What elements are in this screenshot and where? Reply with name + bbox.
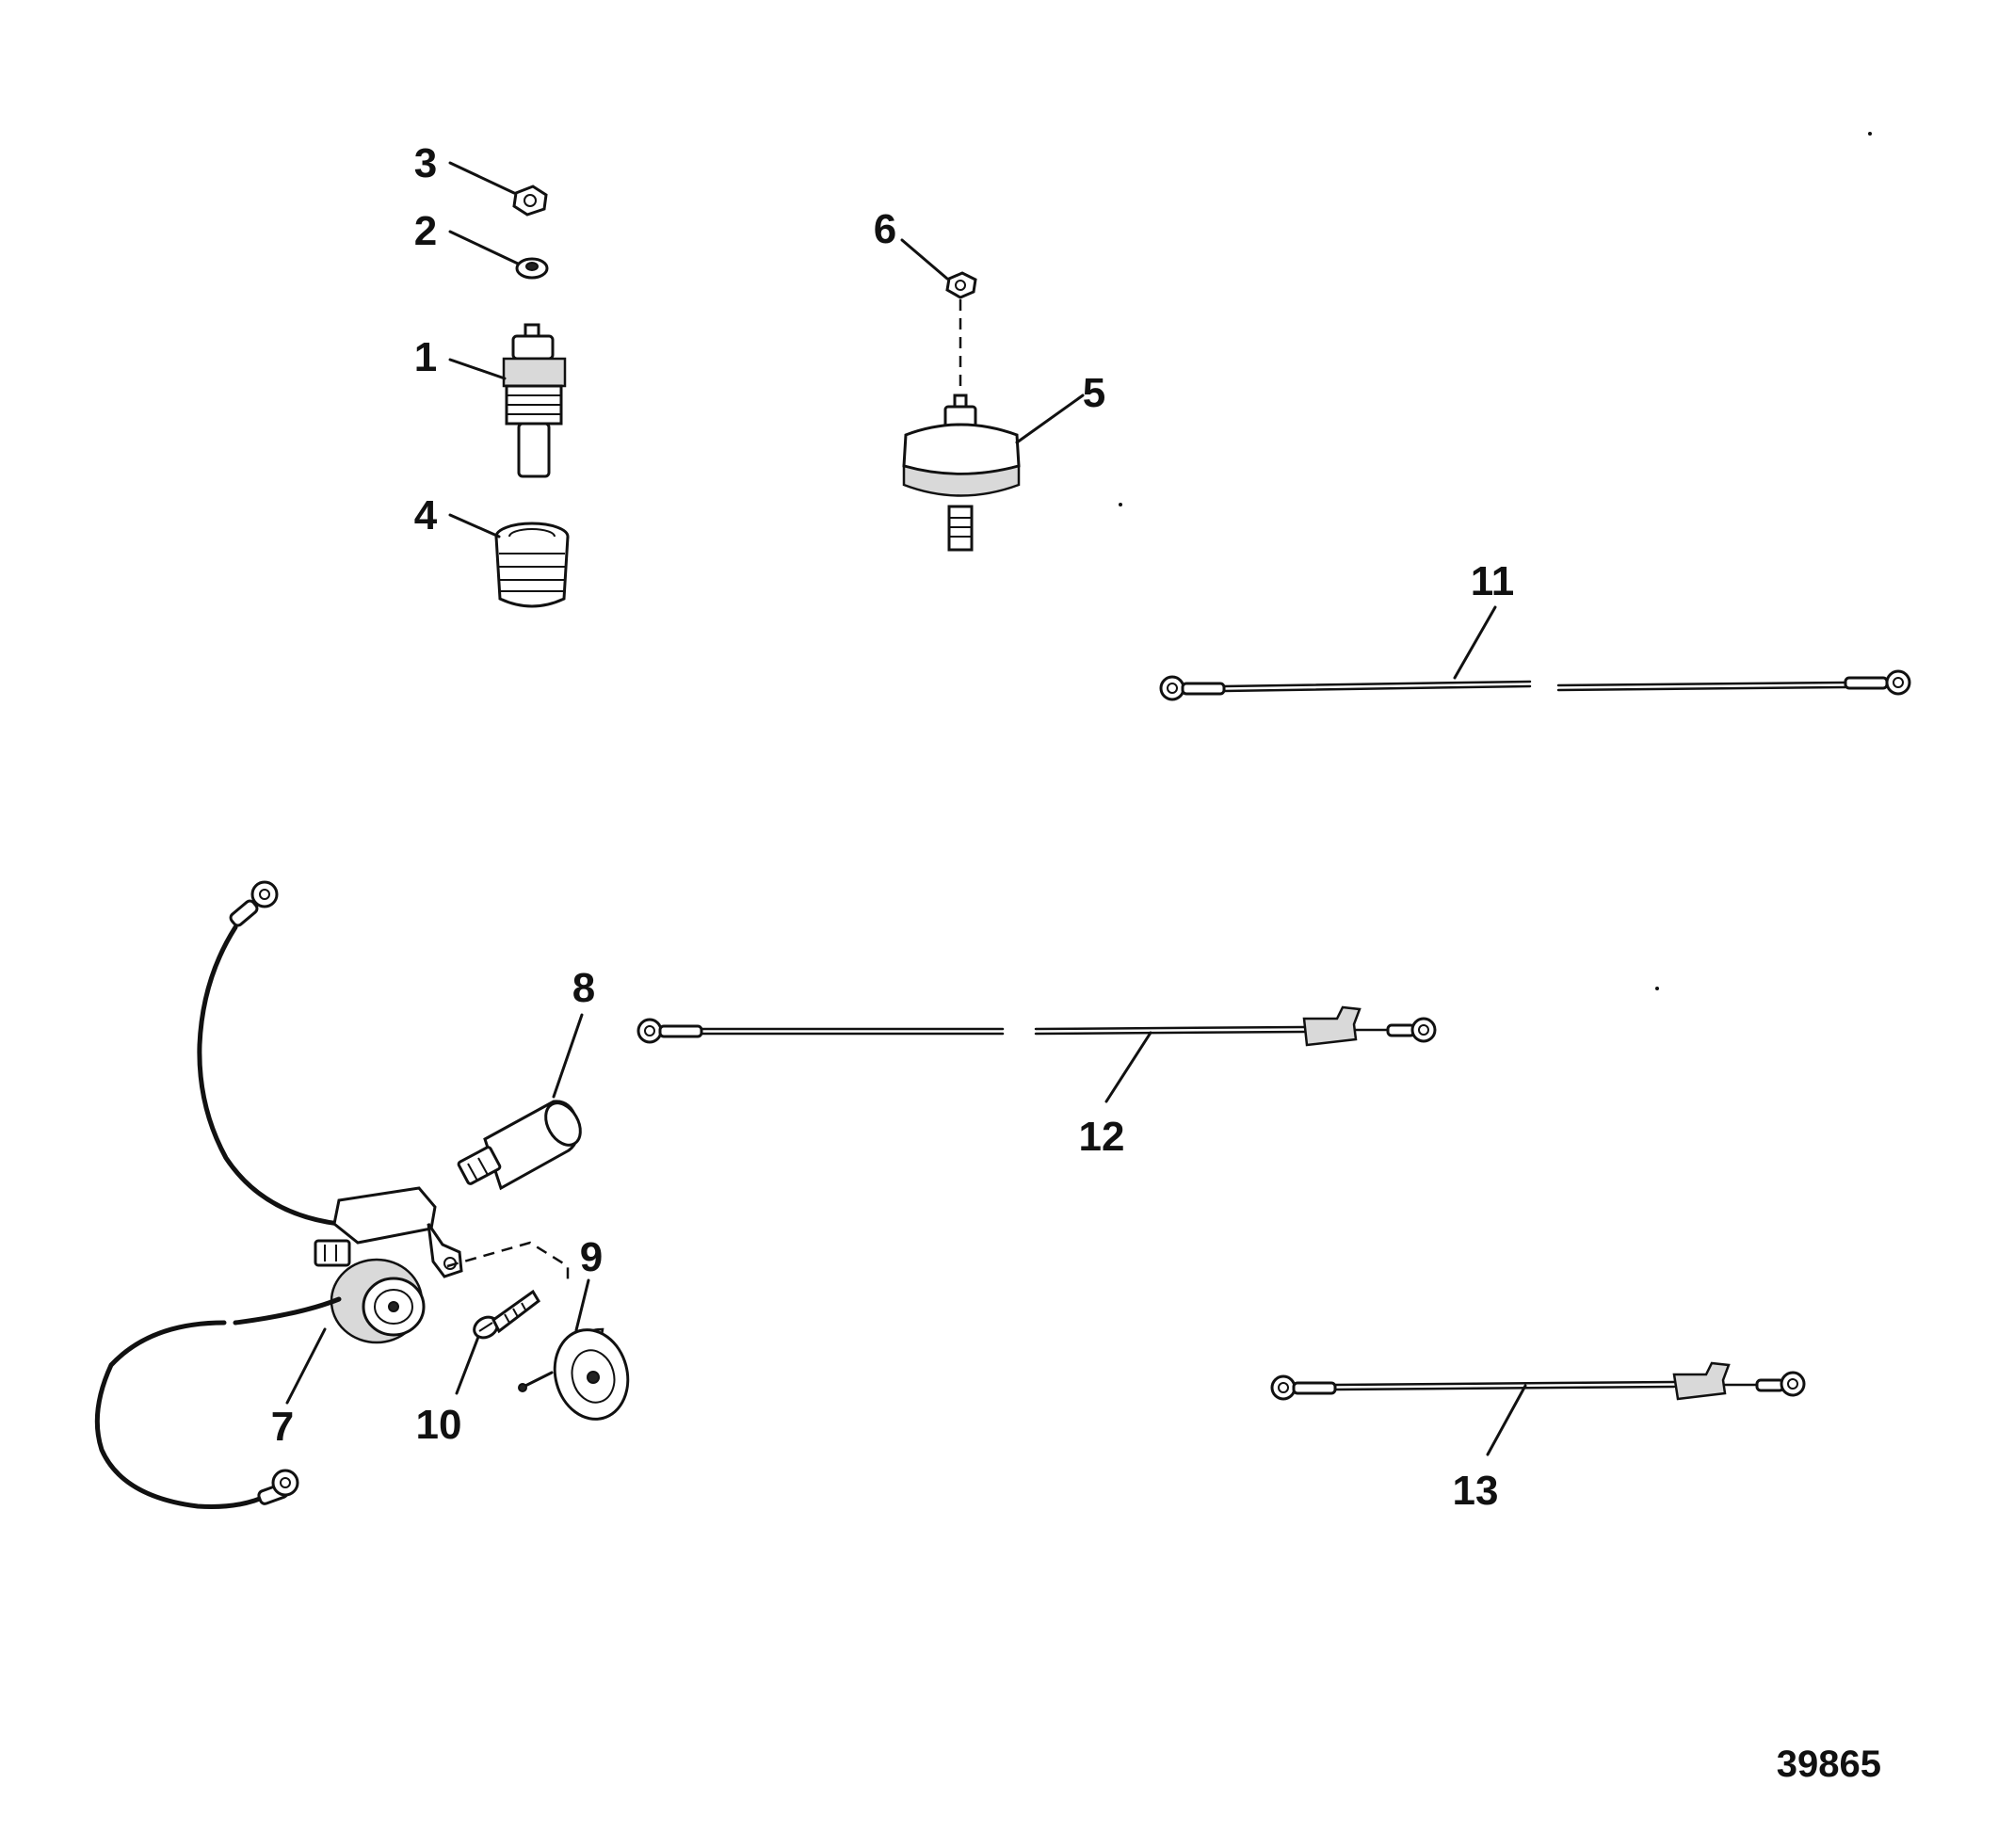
- part-9-bezel: [518, 1327, 630, 1421]
- callout-6: 6: [874, 206, 896, 252]
- callout-8: 8: [572, 965, 595, 1011]
- callout-4: 4: [414, 492, 438, 538]
- callout-5: 5: [1083, 370, 1105, 416]
- part-2-washer: [515, 257, 549, 280]
- callout-13: 13: [1453, 1468, 1499, 1514]
- part-4-adapter: [494, 522, 570, 608]
- speck: [1655, 987, 1659, 990]
- part-3-nut: [512, 185, 548, 217]
- part-1-sender: [502, 323, 567, 478]
- callout-3: 3: [414, 140, 437, 186]
- part-7-9-assembly-line: [446, 1241, 570, 1282]
- speck: [1868, 132, 1872, 136]
- part-6-nut: [945, 271, 977, 299]
- part-8-connector: [457, 1100, 582, 1191]
- part-5-pressure-sender: [902, 394, 1021, 552]
- part-7-horn-assembly: [94, 880, 463, 1509]
- drawing-number: 39865: [1777, 1744, 1881, 1785]
- callout-9: 9: [580, 1234, 603, 1280]
- callout-2: 2: [414, 208, 437, 254]
- speck: [1119, 503, 1122, 506]
- callout-10: 10: [416, 1402, 462, 1448]
- part-10-screw: [473, 1289, 540, 1340]
- callout-1: 1: [414, 334, 437, 380]
- part-12-wire-lead: [636, 1005, 1437, 1047]
- leader-lines: [285, 161, 1527, 1456]
- callout-11: 11: [1471, 558, 1515, 604]
- callout-7: 7: [271, 1404, 294, 1450]
- callout-labels: 3 2 1 4 6 5 11 8 12 9 10 7 13: [271, 140, 1515, 1514]
- callout-12: 12: [1079, 1114, 1125, 1160]
- part-13-wire-lead: [1270, 1361, 1806, 1401]
- part-11-wire-lead: [1159, 669, 1911, 701]
